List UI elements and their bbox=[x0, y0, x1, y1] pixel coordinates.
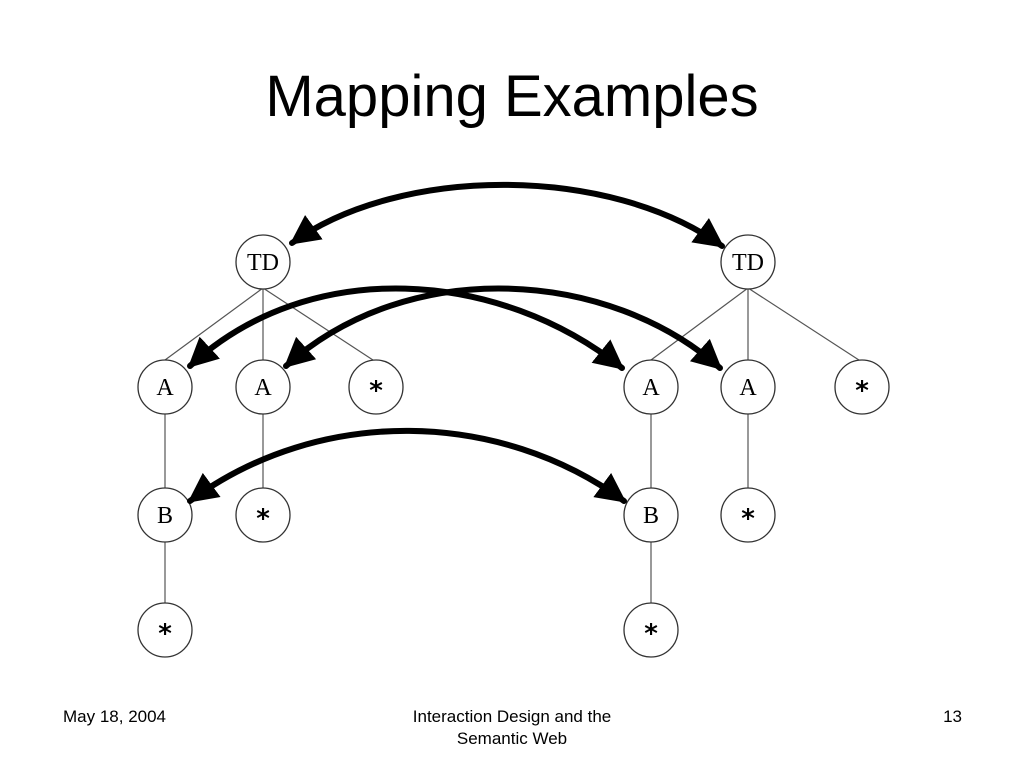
slide-title: Mapping Examples bbox=[265, 64, 759, 129]
right-node-b: B bbox=[623, 487, 679, 543]
right-node-td-label: TD bbox=[732, 250, 764, 276]
left-node-a1-label: A bbox=[156, 375, 174, 401]
footer-date: May 18, 2004 bbox=[63, 707, 167, 726]
footer-page-number: 13 bbox=[943, 707, 962, 726]
left-node-star-l1-label: * bbox=[369, 376, 383, 406]
arrow-a1-to-a1 bbox=[187, 285, 625, 371]
left-tree-edges bbox=[164, 287, 377, 603]
left-tree: TD A A * B * * bbox=[137, 234, 404, 658]
left-node-star-l3-label: * bbox=[158, 619, 172, 649]
left-node-star-l1: * bbox=[348, 359, 404, 415]
left-node-star-l2: * bbox=[235, 487, 291, 543]
right-node-b-label: B bbox=[643, 503, 659, 529]
right-node-star-l3: * bbox=[623, 602, 679, 658]
footer-title-line1: Interaction Design and the bbox=[412, 707, 612, 726]
left-node-td: TD bbox=[235, 234, 291, 290]
left-node-star-l2-label: * bbox=[256, 504, 270, 534]
left-node-td-label: TD bbox=[247, 250, 279, 276]
right-node-star-l1: * bbox=[834, 359, 890, 415]
left-node-a2-label: A bbox=[254, 375, 272, 401]
right-node-star-l2-label: * bbox=[741, 504, 755, 534]
right-node-a2-label: A bbox=[739, 375, 757, 401]
right-tree-edges bbox=[650, 287, 863, 603]
edge-td-a1-left bbox=[164, 287, 264, 361]
arrow-td-to-td bbox=[289, 181, 725, 249]
right-node-a1: A bbox=[623, 359, 679, 415]
mapping-arrows bbox=[187, 181, 725, 504]
left-node-b: B bbox=[137, 487, 193, 543]
right-node-a1-label: A bbox=[642, 375, 660, 401]
right-node-star-l3-label: * bbox=[644, 619, 658, 649]
left-node-star-l3: * bbox=[137, 602, 193, 658]
right-node-td: TD bbox=[720, 234, 776, 290]
right-node-star-l1-label: * bbox=[855, 376, 869, 406]
arrow-b-to-b bbox=[187, 427, 627, 504]
left-node-a2: A bbox=[235, 359, 291, 415]
edge-td-star-right bbox=[747, 287, 863, 363]
footer-title: Interaction Design and the Semantic Web bbox=[372, 706, 652, 750]
arrow-a2-to-a2 bbox=[283, 285, 723, 371]
left-node-a1: A bbox=[137, 359, 193, 415]
right-node-star-l2: * bbox=[720, 487, 776, 543]
footer-title-line2: Semantic Web bbox=[456, 729, 568, 748]
right-node-a2: A bbox=[720, 359, 776, 415]
left-node-b-label: B bbox=[157, 503, 173, 529]
right-tree: TD A A * B * * bbox=[623, 234, 890, 658]
